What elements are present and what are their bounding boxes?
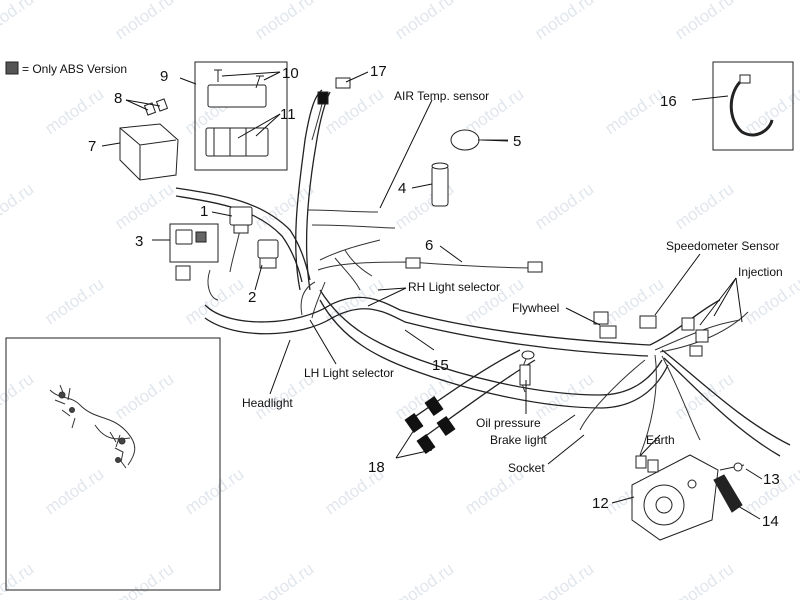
part-number-2: 2 [248,289,256,306]
part-2-relay [257,239,279,269]
part-number-18: 18 [368,459,385,476]
label-oil-pressure: Oil pressure [476,416,541,430]
overview-inset-box [5,337,221,591]
part-number-15: 15 [432,357,449,374]
part-number-7: 7 [88,138,96,155]
part-number-3: 3 [135,233,143,250]
watermark-text: motod.ru [671,559,737,600]
watermark-text: motod.ru [111,179,177,233]
legend-swatch [5,61,19,75]
watermark-text: motod.ru [391,369,457,423]
part-13-bolt [719,462,745,472]
inset-box-16 [712,61,794,151]
label-headlight: Headlight [242,396,293,410]
watermark-text: motod.ru [531,0,597,43]
part-number-16: 16 [660,93,677,110]
label-air-temp-sensor: AIR Temp. sensor [394,89,489,103]
watermark-text: motod.ru [111,559,177,600]
legend-text: = Only ABS Version [22,62,127,76]
part-number-10: 10 [282,65,299,82]
watermark-text: motod.ru [741,274,800,328]
watermark-text: motod.ru [41,464,107,518]
part-number-5: 5 [513,133,521,150]
label-speedometer-sensor: Speedometer Sensor [666,239,779,253]
watermark-text: motod.ru [41,274,107,328]
label-lh-light-selector: LH Light selector [304,366,394,380]
label-socket: Socket [508,461,545,475]
part-3-relay-set [175,229,207,281]
part-number-1: 1 [200,203,208,220]
watermark-text: motod.ru [251,559,317,600]
part-1-relay [229,206,253,234]
watermark-text: motod.ru [251,0,317,43]
speedometer-connector [639,315,657,329]
watermark-text: motod.ru [111,369,177,423]
watermark-text: motod.ru [601,274,667,328]
part-number-14: 14 [762,513,779,530]
label-flywheel: Flywheel [512,301,559,315]
flywheel-connector [593,311,617,339]
oil-pressure-sensor [519,350,535,393]
part-number-13: 13 [763,471,780,488]
watermark-text: motod.ru [531,179,597,233]
part-10-screws [214,69,264,89]
part-number-12: 12 [592,495,609,512]
part-14-bracket [713,474,743,513]
watermark-text: motod.ru [741,84,800,138]
label-injection: Injection [738,265,783,279]
watermark-text: motod.ru [41,84,107,138]
inset-box-9 [194,61,288,171]
watermark-text: motod.ru [671,0,737,43]
main-harness [175,89,791,457]
part-number-6: 6 [425,237,433,254]
part-number-9: 9 [160,68,168,85]
part-16-cable-tie [729,74,774,137]
part-number-11: 11 [280,106,296,123]
part-17-connector [311,77,351,141]
watermark-text: motod.ru [671,179,737,233]
watermark-text: motod.ru [181,464,247,518]
watermark-text: motod.ru [391,0,457,43]
watermark-text: motod.ru [0,179,37,233]
leader-lines [101,71,763,520]
watermark-text: motod.ru [391,559,457,600]
label-earth: Earth [646,433,675,447]
watermark-text: motod.ru [111,0,177,43]
connector-bundle-18 [404,349,536,454]
label-rh-light-selector: RH Light selector [408,280,500,294]
injection-connectors [681,317,709,357]
earth-terminal [635,455,659,473]
watermark-text: motod.ru [0,0,37,43]
watermark-text: motod.ru [531,369,597,423]
part-4-sensor [431,162,449,207]
inset-box-3 [169,223,219,263]
part-number-8: 8 [114,90,122,107]
overview-bike-sketch [49,384,136,469]
part-7-fuse-box [119,123,179,181]
part-6-cable [405,257,543,273]
watermark-text: motod.ru [321,84,387,138]
watermark-text: motod.ru [601,84,667,138]
watermark-text: motod.ru [531,559,597,600]
part-8-fuses [143,98,169,116]
part-9-fuse-holder [205,84,269,157]
part-number-4: 4 [398,180,406,197]
part-number-17: 17 [370,63,387,80]
label-brake-light: Brake light [490,433,547,447]
part-12-horn [631,454,719,541]
